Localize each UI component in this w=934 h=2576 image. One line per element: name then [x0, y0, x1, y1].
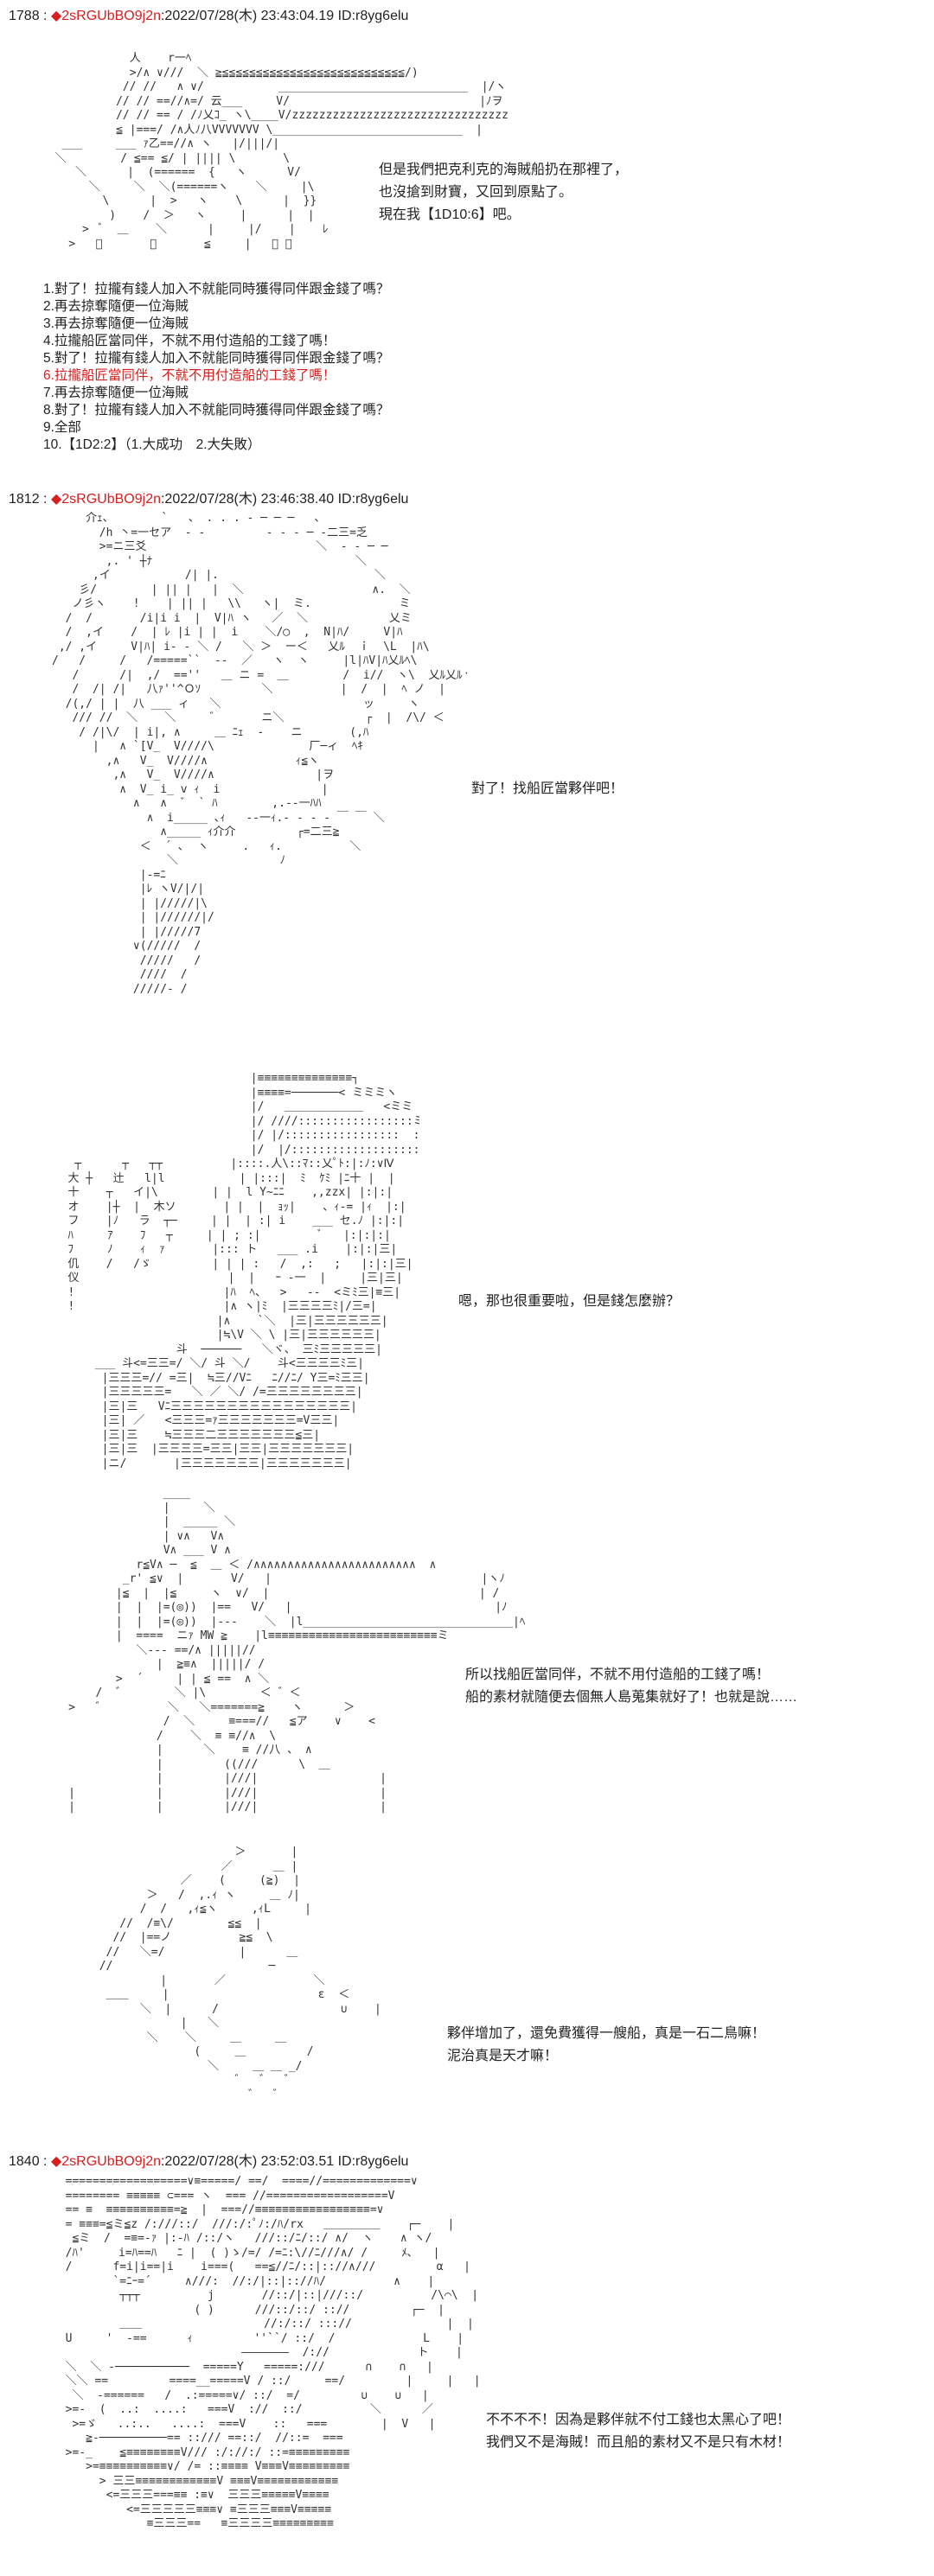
narration-line: 但是我們把克利克的海賊船扔在那裡了，: [379, 163, 629, 177]
choice-item: 2.再去掠奪隨便一位海賊: [43, 299, 189, 314]
choice-item: 1.對了！拉攏有錢人加入不就能同時獲得同伴跟金錢了嗎？: [43, 282, 390, 296]
choice-item: 10.【1D2:2】（1.大成功 2.大失敗）: [43, 437, 261, 452]
post-id[interactable]: ID:r8yg6elu: [337, 492, 409, 507]
post1-narration: 但是我們把克利克的海賊船扔在那裡了， 也沒搶到財寶，又回到原點了。 現在我【1D…: [379, 159, 628, 226]
dialogue-line: 夥伴增加了，還免費獲得一艘船，真是一石二鳥嘛！: [447, 2026, 766, 2041]
post2-panel4-text: 夥伴增加了，還免費獲得一艘船，真是一石二鳥嘛！ 泥治真是天才嘛！: [447, 2023, 765, 2068]
dialogue-line: 船的素材就隨便去個無人島蒐集就好了！也就是說……: [465, 1690, 798, 1705]
dialogue-line: 所以找船匠當同伴，不就不用付造船的工錢了嗎！: [465, 1667, 771, 1682]
trip-link[interactable]: 2sRGUbBO9j2n: [61, 2154, 161, 2169]
post-number: 1840: [9, 2154, 40, 2169]
narration-line: 現在我【1D10:6】吧。: [379, 207, 521, 222]
post-header-1788: 1788 : ◆2sRGUbBO9j2n:2022/07/28(木) 23:43…: [9, 3, 408, 24]
post-header-1840: 1840 : ◆2sRGUbBO9j2n:2022/07/28(木) 23:52…: [9, 2149, 408, 2170]
dialogue-line: 我們又不是海賊！而且船的素材又不是只有木材！: [486, 2435, 791, 2450]
post-datetime: :2022/07/28(木) 23:46:38.40: [160, 492, 335, 507]
dialogue-line: 不不不不！因為是夥伴就不付工錢也太黑心了吧！: [486, 2413, 791, 2427]
choice-item: 5.對了！拉攏有錢人加入不就能同時獲得同伴跟金錢了嗎？: [43, 351, 390, 366]
ascii-art-character-shouting: ==================∨≡=====/ ==/ ====//===…: [65, 2175, 481, 2530]
post3-dialogue: 不不不不！因為是夥伴就不付工錢也太黑心了吧！ 我們又不是海賊！而且船的素材又不是…: [486, 2409, 790, 2454]
post-separator: :: [43, 2154, 48, 2169]
post-separator: :: [43, 9, 48, 23]
dialogue-line: 嗯，那也很重要啦，但是錢怎麼辦？: [458, 1294, 681, 1309]
post-separator: :: [43, 492, 48, 507]
post2-panel1-text: 對了！找船匠當夥伴吧！: [471, 778, 624, 800]
post2-panel2-text: 嗯，那也很重要啦，但是錢怎麼辦？: [458, 1291, 680, 1313]
post-id[interactable]: ID:r8yg6elu: [337, 2154, 409, 2169]
dialogue-line: 對了！找船匠當夥伴吧！: [471, 781, 624, 796]
dialogue-line: 泥治真是天才嘛！: [447, 2049, 559, 2063]
narration-line: 也沒搶到財寶，又回到原點了。: [379, 185, 573, 200]
trip-diamond-icon: ◆: [50, 492, 62, 507]
ascii-art-character-pointing: 介ｪ、 ` 、 . . . ‐ ─ ─ ─ ､ /h 丶=一セア ‐ ‐ ‐ ‐…: [52, 512, 467, 996]
post-id[interactable]: ID:r8yg6elu: [337, 9, 409, 23]
choice-item: 4.拉攏船匠當同伴，不就不用付造船的工錢了嗎！: [43, 334, 336, 348]
post-number: 1812: [9, 492, 40, 507]
ascii-art-ship-captain: 人 r一ﾍ >/∧ ∨/// ＼ ≧≦≦≦≦≦≦≦≦≦≦≦≦≦≦≦≦≦≦≦≦≦≦…: [54, 52, 509, 251]
choice-item: 7.再去掠奪隨便一位海賊: [43, 386, 189, 400]
ascii-art-character-smug: ＞ ￣ | ／ ＿ | ／ ( (≧) | ＞ / ,.ｨ ヽ ＿ ﾉ| / /…: [99, 1846, 381, 2101]
choice-item-selected: 6.拉攏船匠當同伴，不就不用付造船的工錢了嗎！: [43, 368, 336, 383]
post-header-1812: 1812 : ◆2sRGUbBO9j2n:2022/07/28(木) 23:46…: [9, 487, 408, 507]
trip-diamond-icon: ◆: [50, 2154, 62, 2169]
trip-diamond-icon: ◆: [50, 9, 62, 23]
choice-item: 9.全部: [43, 420, 81, 435]
post-datetime: :2022/07/28(木) 23:43:04.19: [160, 9, 335, 23]
ascii-art-ship-crew: ____ | ＼ | _____ ＼ | ∨∧ V∧ V∧ ___ V ∧ r≦…: [68, 1487, 526, 1814]
trip-link[interactable]: 2sRGUbBO9j2n: [61, 9, 161, 23]
ascii-art-character-thinking: |≡≡≡≡≡≡≡≡≡≡≡≡≡≡┐ |≡≡≡≡=───────< ミミミヽ |/ …: [67, 1072, 419, 1470]
choice-item: 3.再去掠奪隨便一位海賊: [43, 316, 189, 331]
choice-item: 8.對了！拉攏有錢人加入不就能同時獲得同伴跟金錢了嗎？: [43, 403, 390, 418]
post-datetime: :2022/07/28(木) 23:52:03.51: [160, 2154, 335, 2169]
trip-link[interactable]: 2sRGUbBO9j2n: [61, 492, 161, 507]
post-number: 1788: [9, 9, 40, 23]
post2-panel3-text: 所以找船匠當同伴，不就不用付造船的工錢了嗎！ 船的素材就隨便去個無人島蒐集就好了…: [465, 1664, 797, 1709]
choice-list: 1.對了！拉攏有錢人加入不就能同時獲得同伴跟金錢了嗎？ 2.再去掠奪隨便一位海賊…: [43, 281, 389, 454]
